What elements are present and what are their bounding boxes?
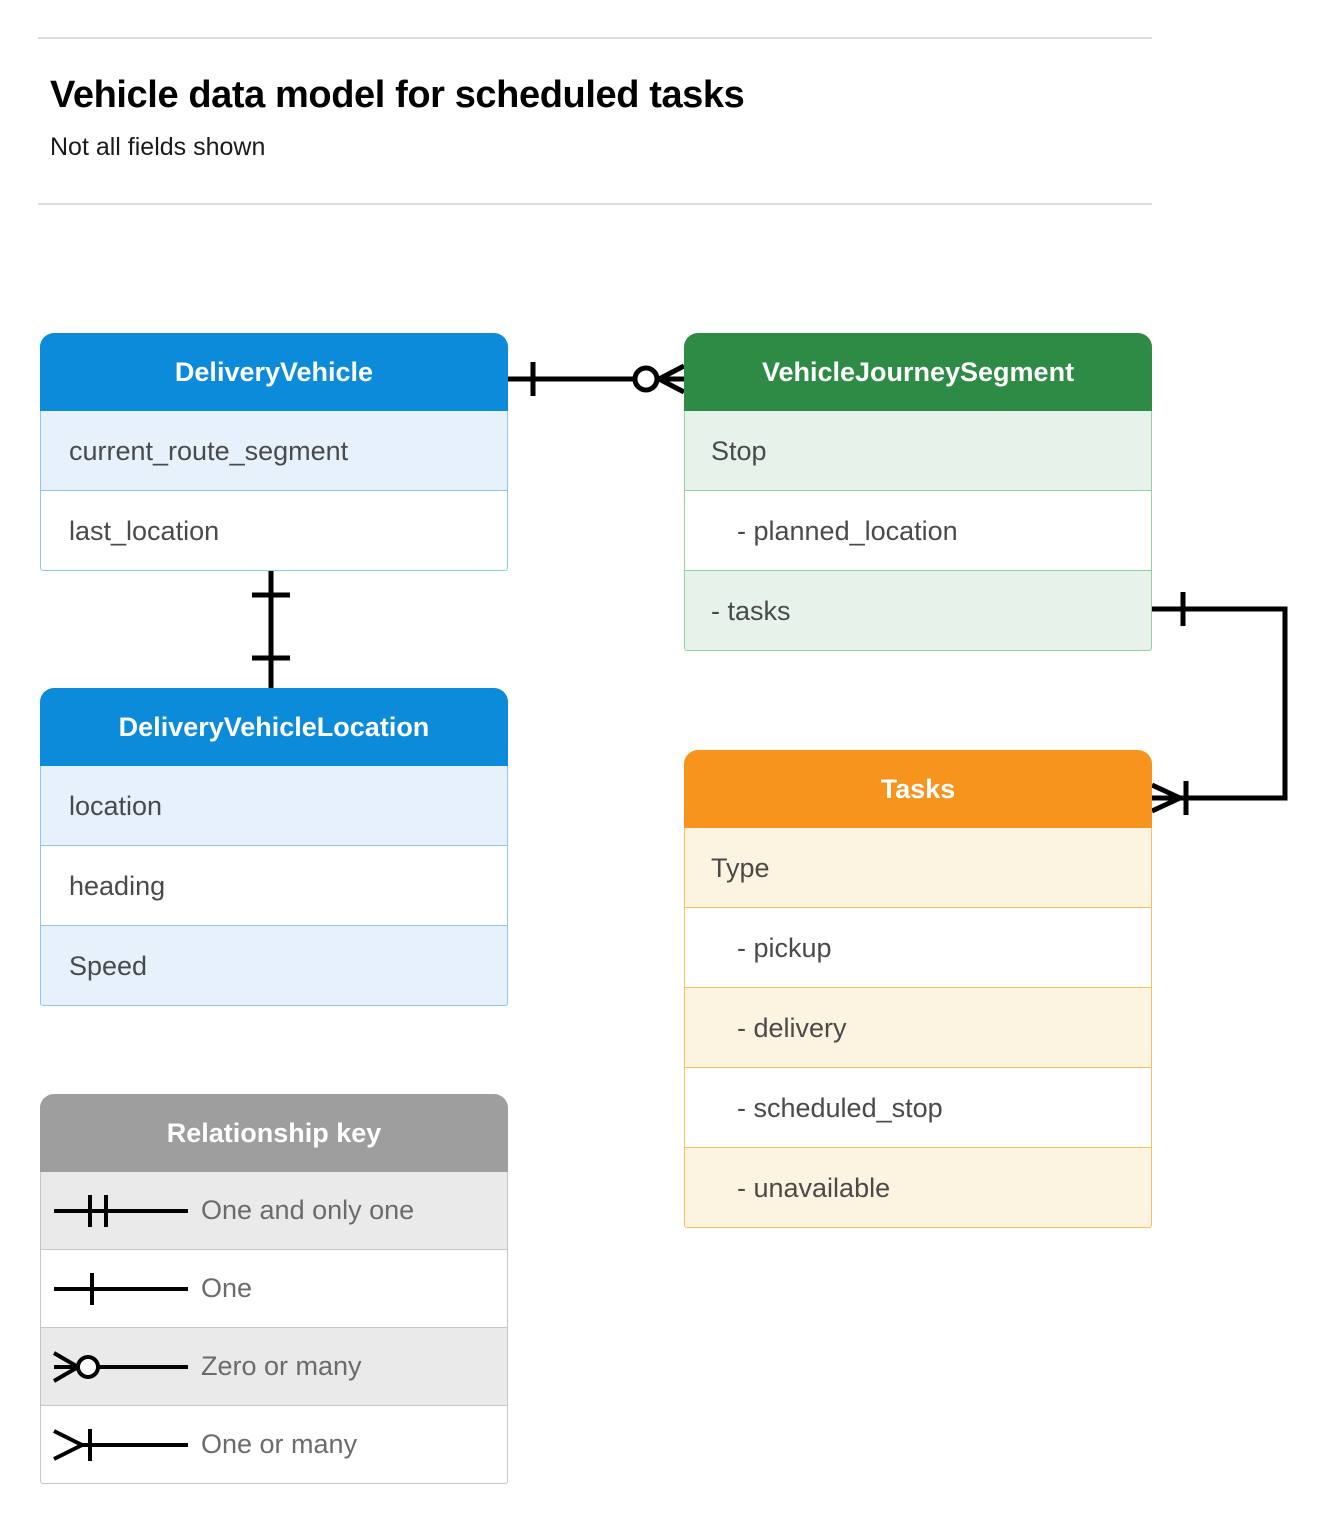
- field-row[interactable]: - scheduled_stop: [684, 1068, 1152, 1148]
- field-row[interactable]: Type: [684, 828, 1152, 908]
- entity-fields-vehicle-journey-segment: Stop - planned_location - tasks: [684, 411, 1152, 651]
- legend-title: Relationship key: [40, 1094, 508, 1172]
- header-divider-top: [38, 37, 1152, 39]
- field-row[interactable]: heading: [40, 846, 508, 926]
- connector-tasks-path: [1152, 606, 1288, 801]
- field-row[interactable]: - planned_location: [684, 491, 1152, 571]
- entity-fields-delivery-vehicle: current_route_segment last_location: [40, 411, 508, 571]
- cardinality-crowsfoot-upper: [657, 363, 686, 382]
- legend-label: One or many: [201, 1429, 358, 1459]
- entity-vehicle-journey-segment[interactable]: VehicleJourneySegment Stop - planned_loc…: [684, 333, 1152, 651]
- field-row[interactable]: Stop: [684, 411, 1152, 491]
- field-row[interactable]: - tasks: [684, 571, 1152, 651]
- field-row[interactable]: - unavailable: [684, 1148, 1152, 1228]
- header-divider-bottom: [38, 203, 1152, 205]
- cardinality-tasks-crowsfoot-upper: [1150, 782, 1182, 801]
- field-row[interactable]: - delivery: [684, 988, 1152, 1068]
- field-row[interactable]: location: [40, 766, 508, 846]
- entity-delivery-vehicle[interactable]: DeliveryVehicle current_route_segment la…: [40, 333, 508, 571]
- legend-label: One: [201, 1273, 253, 1303]
- cardinality-tasks-crowsfoot-lower: [1150, 795, 1182, 814]
- field-row[interactable]: - pickup: [684, 908, 1152, 988]
- entity-title-tasks: Tasks: [684, 750, 1152, 828]
- field-row[interactable]: current_route_segment: [40, 411, 508, 491]
- page-title: Vehicle data model for scheduled tasks: [50, 74, 745, 116]
- field-row[interactable]: last_location: [40, 491, 508, 571]
- cardinality-zero-circle: [632, 365, 660, 393]
- entity-fields-delivery-vehicle-location: location heading Speed: [40, 766, 508, 1006]
- legend-item-one: One: [40, 1250, 508, 1328]
- one-icon: [41, 1250, 201, 1328]
- zero-or-many-icon: [41, 1328, 201, 1406]
- legend-item-zero-or-many: Zero or many: [40, 1328, 508, 1406]
- legend-label: One and only one: [201, 1195, 415, 1225]
- cardinality-crowsfoot-lower: [657, 376, 686, 395]
- relationship-key-legend: Relationship key One and only one: [40, 1094, 508, 1484]
- one-or-many-icon: [41, 1406, 201, 1484]
- one-and-only-one-icon: [41, 1172, 201, 1250]
- entity-tasks[interactable]: Tasks Type - pickup - delivery - schedul…: [684, 750, 1152, 1228]
- entity-delivery-vehicle-location[interactable]: DeliveryVehicleLocation location heading…: [40, 688, 508, 1006]
- entity-fields-tasks: Type - pickup - delivery - scheduled_sto…: [684, 828, 1152, 1228]
- legend-label: Zero or many: [201, 1351, 362, 1381]
- field-row[interactable]: Speed: [40, 926, 508, 1006]
- page-subtitle: Not all fields shown: [50, 133, 266, 161]
- entity-title-vehicle-journey-segment: VehicleJourneySegment: [684, 333, 1152, 411]
- entity-title-delivery-vehicle-location: DeliveryVehicleLocation: [40, 688, 508, 766]
- legend-item-one-and-only-one: One and only one: [40, 1172, 508, 1250]
- legend-item-one-or-many: One or many: [40, 1406, 508, 1484]
- entity-title-delivery-vehicle: DeliveryVehicle: [40, 333, 508, 411]
